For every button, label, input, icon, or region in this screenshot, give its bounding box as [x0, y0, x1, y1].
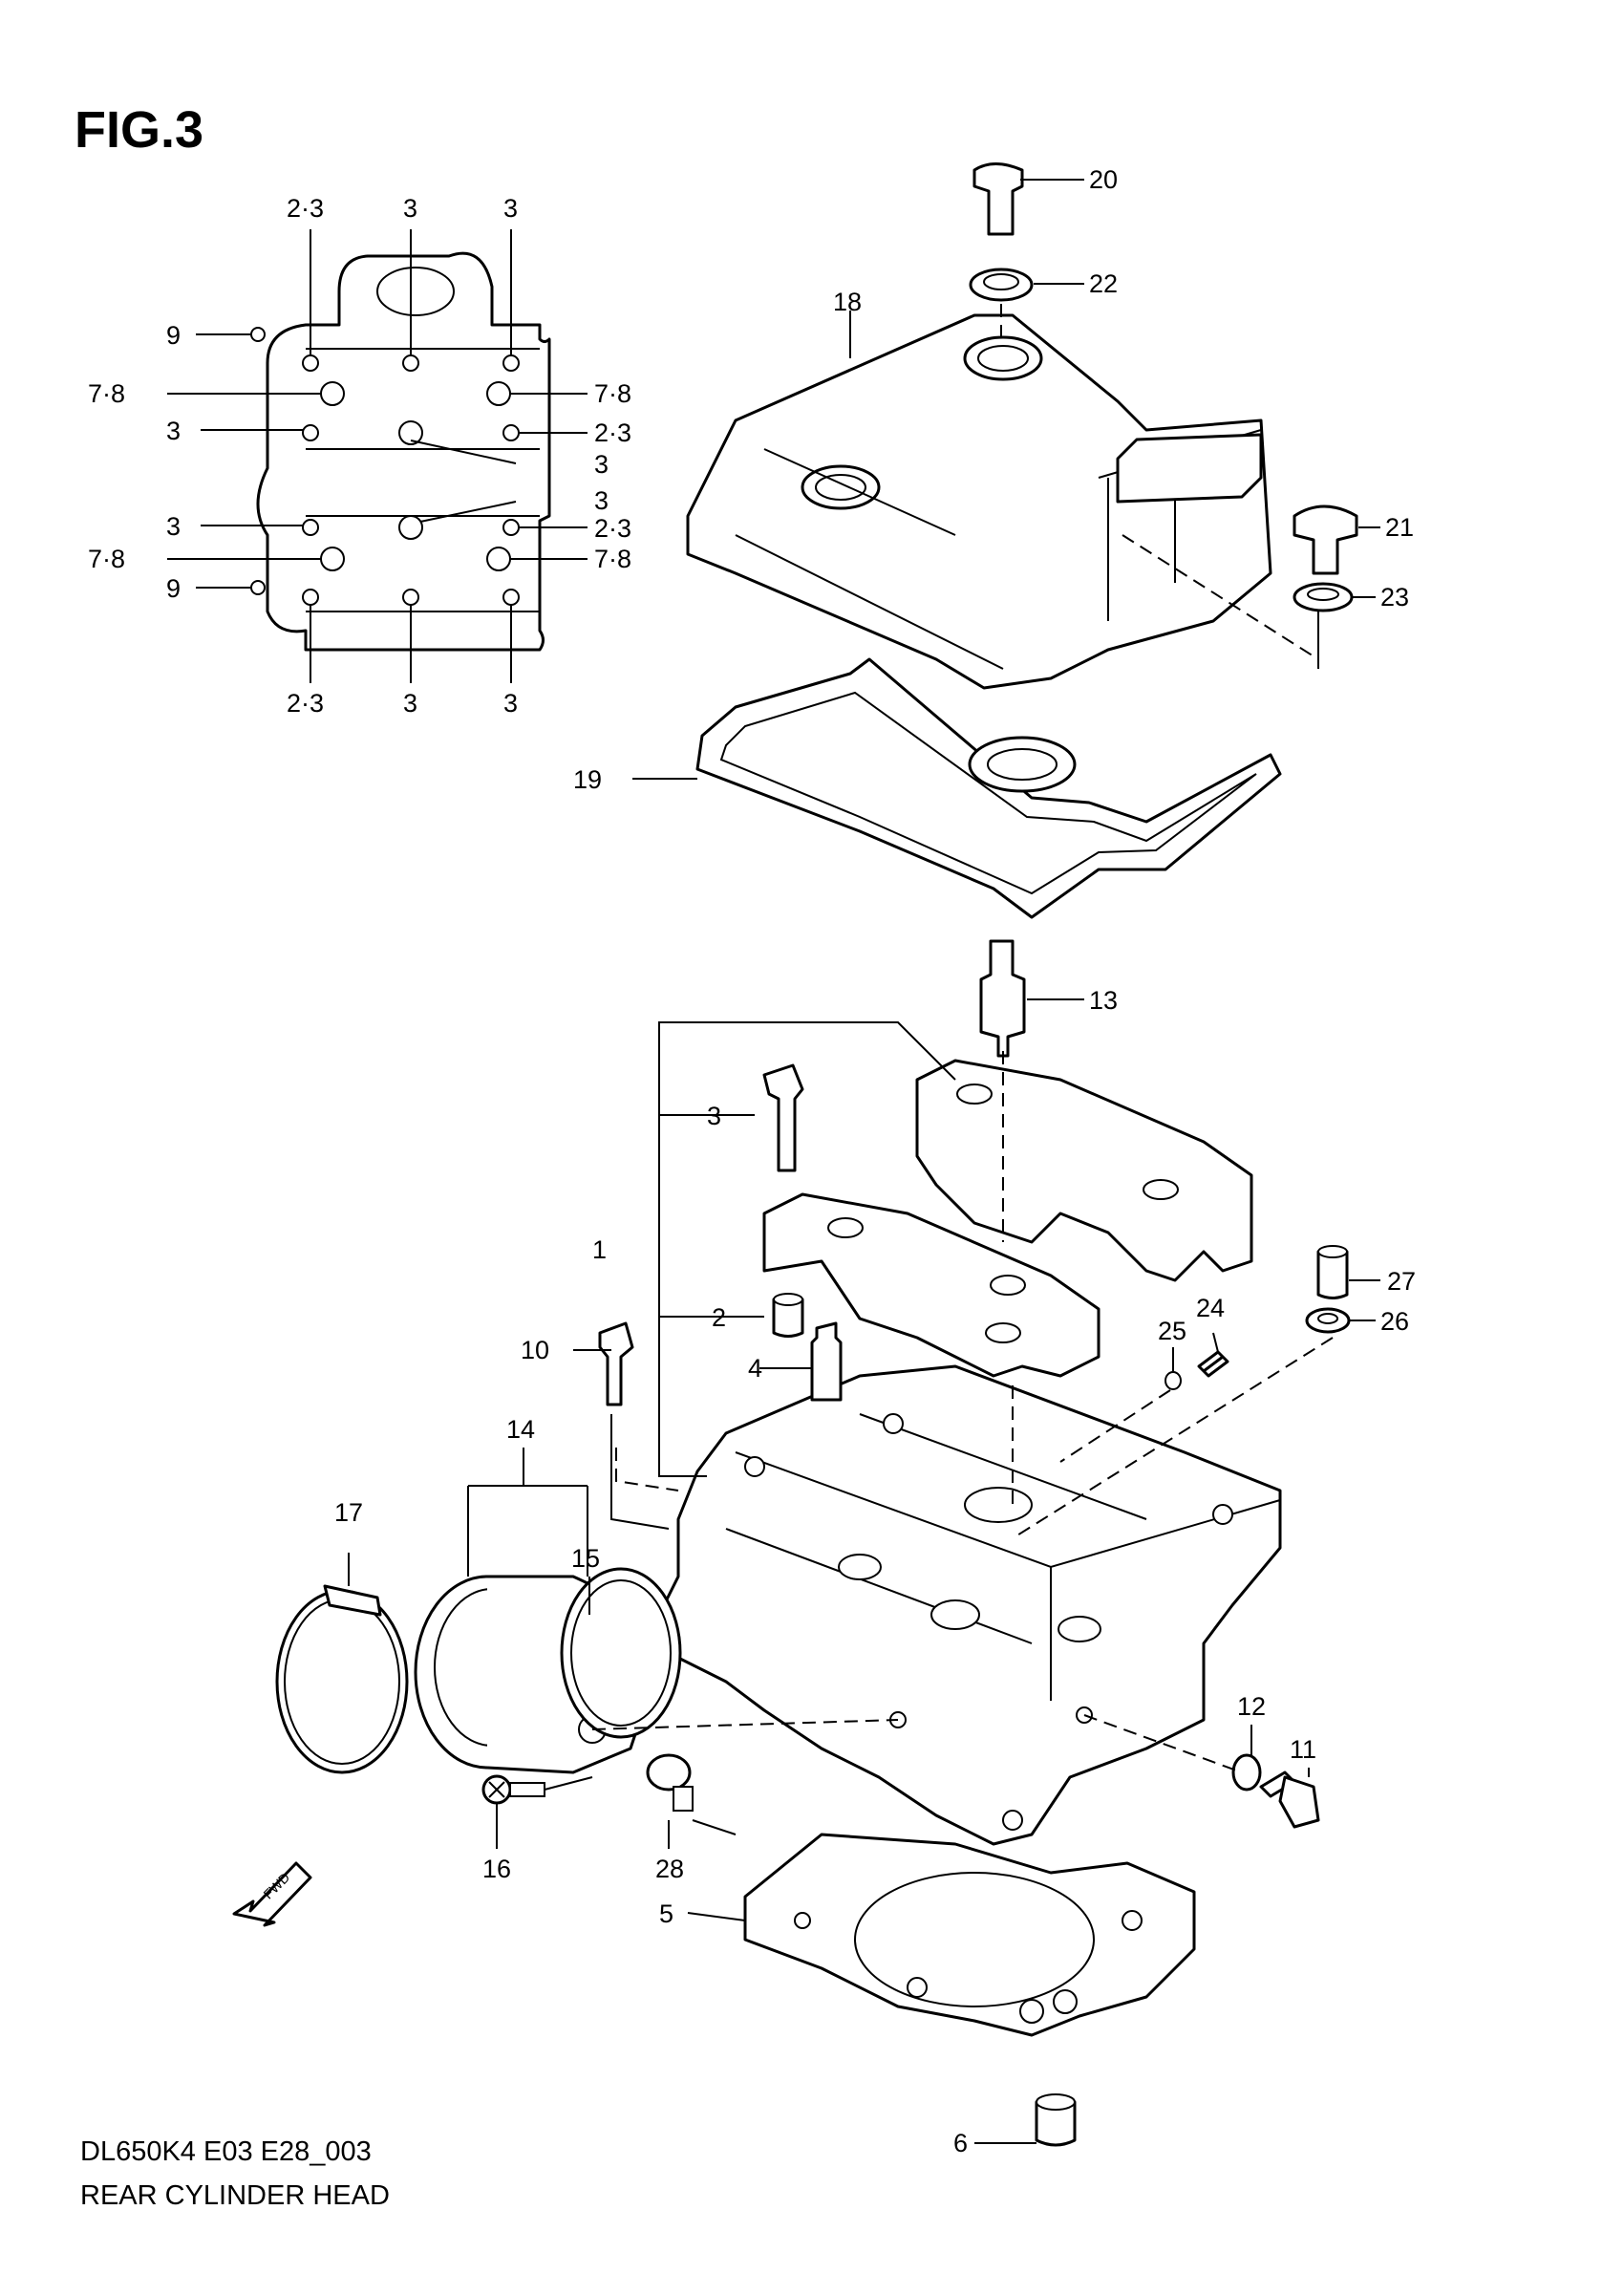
- figure-title: FIG.3: [75, 101, 204, 159]
- callout-13: 13: [1089, 986, 1118, 1015]
- callout-14: 14: [506, 1415, 535, 1444]
- washer-23: [1293, 582, 1354, 612]
- callout-20: 20: [1089, 165, 1118, 194]
- callout-16: 16: [482, 1855, 511, 1883]
- callout-3: 3: [707, 1102, 721, 1130]
- bolt-10: [598, 1321, 634, 1406]
- callout-18: 18: [833, 288, 862, 316]
- bolt-pattern-label: 2·3: [594, 514, 631, 543]
- callout-label-group: 20 22 18 21 23 19 13 3 1 2 4 10 27 26 24…: [334, 165, 1416, 2157]
- bolt-pattern-label: 3: [503, 194, 518, 223]
- callout-11: 11: [1290, 1735, 1316, 1764]
- plug-4: [810, 1321, 843, 1402]
- bolt-pattern-label: 9: [166, 321, 181, 350]
- bolt-pattern-label: 3: [166, 417, 181, 445]
- callout-10: 10: [521, 1336, 549, 1364]
- screw-24: [1197, 1350, 1229, 1378]
- bolt-3: [762, 1063, 804, 1172]
- washer-26: [1305, 1307, 1351, 1334]
- camshaft-holder-front: [762, 1192, 1100, 1378]
- callout-4: 4: [748, 1354, 762, 1383]
- callout-5: 5: [659, 1899, 673, 1928]
- o-ring-25: [1165, 1371, 1182, 1390]
- cylinder-gasket-5: [743, 1833, 1196, 2037]
- callout-15: 15: [571, 1544, 600, 1573]
- callout-23: 23: [1380, 583, 1409, 612]
- callout-1: 1: [592, 1235, 607, 1264]
- callout-24: 24: [1196, 1294, 1225, 1322]
- plug-28: [646, 1753, 694, 1812]
- bolt-pattern-oval: [376, 267, 455, 316]
- fwd-arrow: FWD: [232, 1861, 312, 1927]
- camshaft-holder-rear: [915, 1059, 1253, 1282]
- bolt-pattern-label: 3: [403, 689, 417, 718]
- center-line-21: [1122, 534, 1319, 660]
- bolt-pattern-label: 2·3: [287, 689, 324, 718]
- callout-28: 28: [655, 1855, 684, 1883]
- callout-25: 25: [1158, 1317, 1186, 1345]
- bolt-11: [1259, 1770, 1320, 1829]
- bolt-20: [972, 162, 1024, 236]
- callout-leader-lines: [348, 179, 1380, 2144]
- callout-26: 26: [1380, 1307, 1409, 1336]
- screw-16: [481, 1774, 545, 1805]
- callout-17: 17: [334, 1498, 363, 1527]
- callout-2: 2: [712, 1303, 726, 1332]
- bolt-pattern-inner-lines: [306, 348, 540, 612]
- bolt-pattern-label: 3: [166, 512, 181, 541]
- bolt-pattern-label: 7·8: [594, 379, 631, 408]
- callout-21: 21: [1385, 513, 1414, 542]
- bolt-pattern-view: [167, 229, 588, 683]
- cylinder-head-cover: [686, 313, 1272, 690]
- dowel-pin-6: [1035, 2093, 1077, 2147]
- bolt-pattern-label: 3: [594, 450, 609, 479]
- bolt-pattern-label: 2·3: [594, 418, 631, 447]
- callout-27: 27: [1387, 1267, 1416, 1296]
- bolt-pattern-label: 9: [166, 574, 181, 603]
- callout-12: 12: [1237, 1692, 1266, 1721]
- figure-name: REAR CYLINDER HEAD: [80, 2180, 390, 2211]
- dowel-27: [1316, 1245, 1349, 1299]
- bolt-pattern-label: 3: [594, 486, 609, 515]
- clamp-17: [275, 1584, 409, 1774]
- bolt-pattern-label: 7·8: [88, 379, 125, 408]
- o-ring-15: [560, 1567, 682, 1739]
- bolt-pattern-label: 2·3: [287, 194, 324, 223]
- bolt-pattern-label: 3: [403, 194, 417, 223]
- bolt-pattern-label: 7·8: [88, 545, 125, 573]
- bolt-pattern-label: 3: [503, 689, 518, 718]
- callout-22: 22: [1089, 269, 1118, 298]
- bolt-pattern-leader-lines: [167, 229, 588, 683]
- dowel-2: [772, 1293, 804, 1338]
- callout-6: 6: [953, 2129, 968, 2157]
- model-code: DL650K4 E03 E28_003: [80, 2136, 372, 2167]
- washer-12: [1231, 1753, 1262, 1792]
- washer-22: [969, 268, 1034, 302]
- cylinder-head-1: [657, 1364, 1282, 1846]
- bolt-pattern-label: 7·8: [594, 545, 631, 573]
- callout-19: 19: [573, 765, 602, 794]
- cover-gasket-19: [695, 657, 1282, 919]
- bolt-21: [1293, 504, 1358, 575]
- bolt-pattern-label-group: 2·3 3 3 9 7·8 7·8 3 2·3 3 3 3 2·3 7·8 7·…: [88, 194, 631, 718]
- spark-plug-13: [979, 939, 1026, 1058]
